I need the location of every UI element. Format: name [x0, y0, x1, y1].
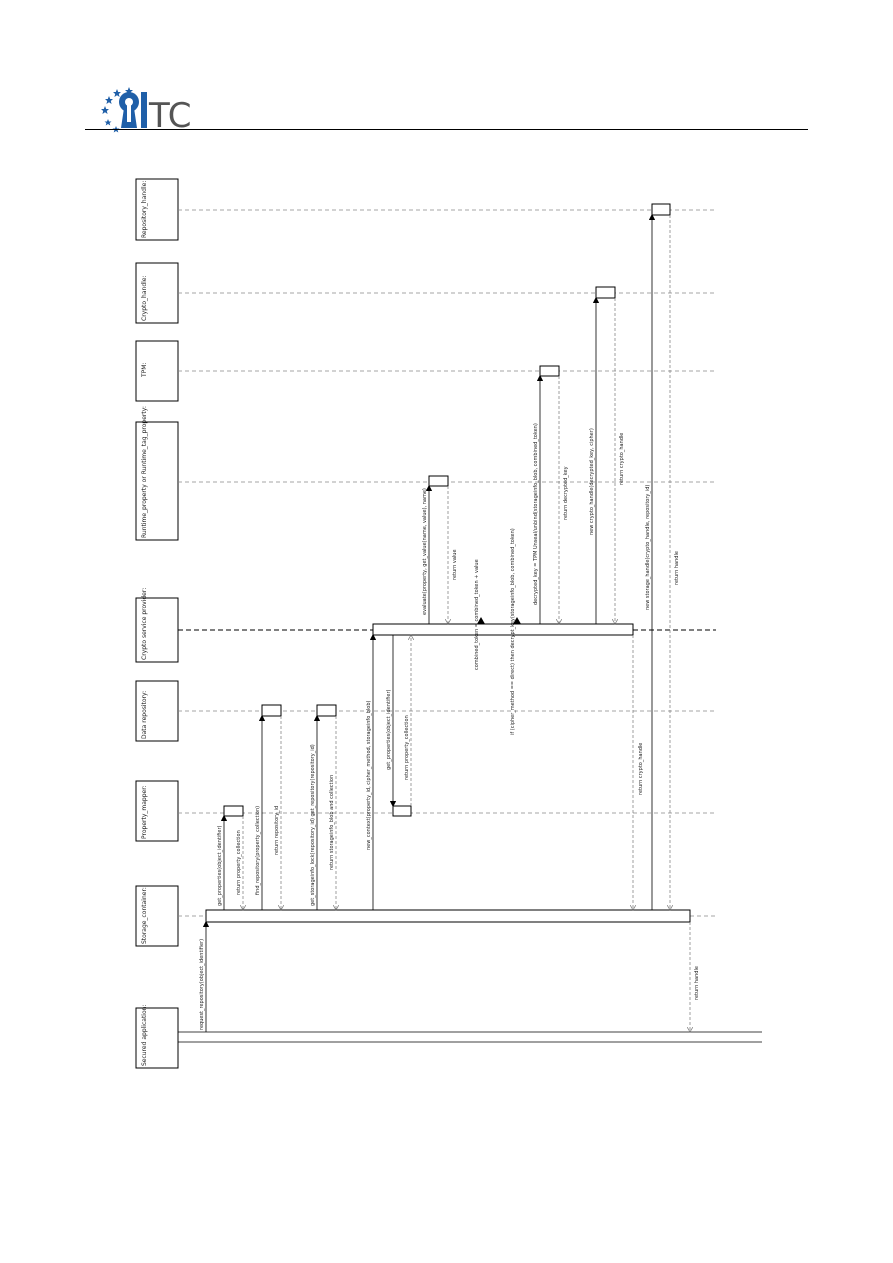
message-label: find_repository(property_collection) — [255, 806, 261, 895]
lifeline-crypto-service-provider: Crypto service provider: — [135, 588, 179, 663]
lifeline-label: Crypto service provider: — [141, 588, 148, 660]
secured-app-lifeline — [178, 1031, 762, 1043]
lifeline-label: Storage_container: — [141, 887, 148, 944]
message-label: return handle — [674, 551, 680, 585]
return-arrows — [243, 215, 690, 1032]
lifeline-label: Secured application: — [141, 1005, 148, 1066]
message-label: combined_token = combined_token + value — [474, 559, 480, 670]
lifeline-repository-handle: Repository_handle: — [135, 178, 179, 241]
message-label: return value — [452, 549, 458, 580]
activation-bars — [205, 203, 691, 923]
lifeline-tpm: TPM: — [135, 340, 179, 402]
message-label: return crypto_handle — [619, 433, 625, 485]
lifeline-label: TPM: — [141, 363, 148, 378]
call-arrows — [202, 213, 656, 1032]
message-label: return handle — [694, 966, 700, 1000]
message-labels: request_repository(object_identifier) ge… — [199, 423, 700, 1030]
message-label: get_properties(object_identifier) — [217, 825, 223, 906]
message-label: request_repository(object_identifier) — [199, 939, 205, 1030]
message-label: evaluate(property, get_value(name, value… — [422, 488, 428, 615]
message-label: return decrypted_key — [563, 466, 569, 520]
message-label: return property_collection — [236, 830, 242, 895]
self-call-marks — [477, 617, 521, 624]
message-label: new_context(property_id, cipher_method, … — [366, 700, 372, 850]
message-label: if (cipher_method == direct) then decryp… — [510, 528, 516, 735]
lifeline-label: Repository_handle: — [141, 181, 148, 238]
message-label: return repository_id — [274, 806, 280, 855]
message-label: get_storageinfo_lock(repository_id) get_… — [310, 744, 316, 906]
message-label: new storage_handle(crypto_handle, reposi… — [645, 485, 651, 610]
lifeline-data-repository: Data repository: — [135, 680, 179, 742]
lifeline-label: Property_mapper: — [141, 785, 148, 839]
message-label: decrypted_key = TPM Unseal/unbind(storag… — [533, 423, 539, 605]
lifeline-crypto-handle: Crypto_handle: — [135, 262, 179, 324]
message-label: get_properties(object_identifier) — [386, 689, 392, 770]
logo-text: TC — [148, 96, 192, 134]
message-label: return crypto_handle — [638, 743, 644, 795]
lifeline-secured-application: Secured application: — [135, 1005, 179, 1069]
message-label: return storageinfo_blob and collection — [329, 775, 335, 870]
header-rule — [85, 129, 808, 130]
lifeline-label: Data repository: — [141, 691, 148, 739]
lifeline-runtime-property: Runtime_property or Runtime_tag_property… — [135, 406, 179, 541]
message-label: new crypto_handle(decrypted_key, cipher) — [589, 428, 595, 535]
lifeline-property-mapper: Property_mapper: — [135, 780, 179, 842]
lifeline-storage-container: Storage_container: — [135, 885, 179, 947]
lifeline-label: Runtime_property or Runtime_tag_property… — [141, 406, 148, 538]
lifeline-label: Crypto_handle: — [141, 275, 148, 321]
message-label: return property_collection — [404, 715, 410, 780]
